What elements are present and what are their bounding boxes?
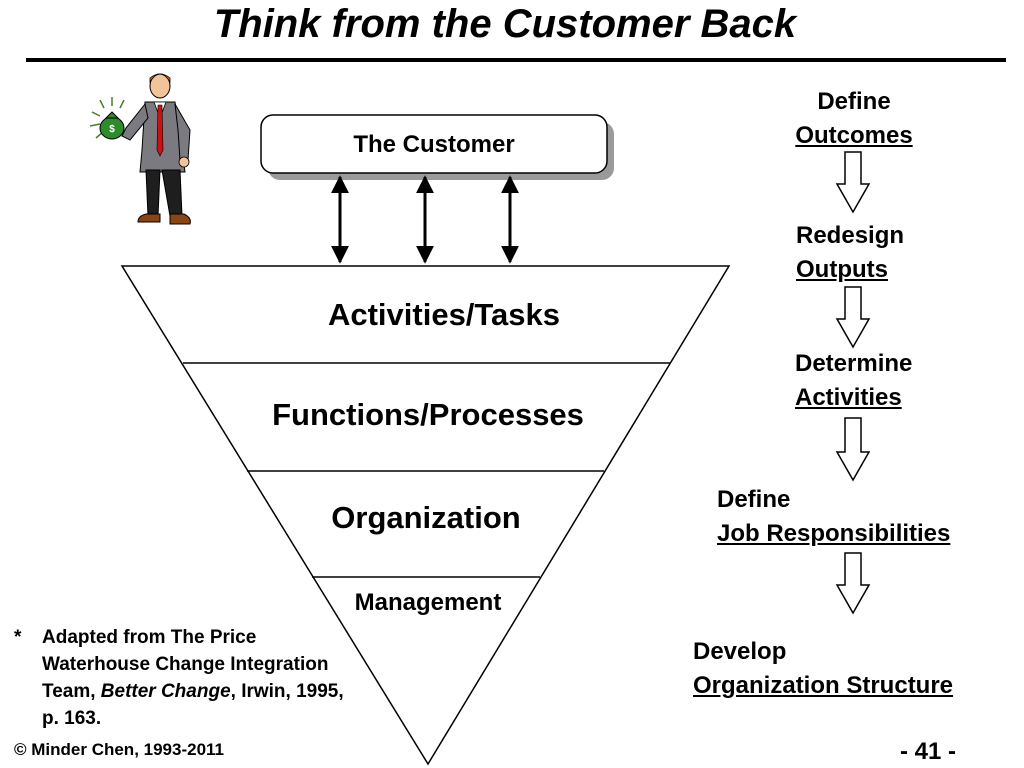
footnote-book-title: Better Change — [100, 681, 231, 702]
page-title: Think from the Customer Back — [213, 2, 797, 46]
customer-box — [260, 114, 608, 174]
step-verb: Develop — [693, 638, 787, 665]
pyramid-level-functions: Functions/Processes — [272, 397, 584, 432]
footnote-text-end: , Irwin, 1995, p. 163. — [42, 681, 344, 729]
step-define-outcomes: Define Outcomes — [783, 85, 925, 153]
businessman-holding-money-bag-icon: $ — [89, 73, 191, 225]
footnote-marker: * — [14, 627, 22, 648]
pyramid-level-activities: Activities/Tasks — [328, 297, 560, 332]
step-verb: Define — [717, 486, 791, 513]
footnote-text: Adapted from The Price Waterhouse Change… — [42, 627, 329, 702]
step-object: Outputs — [796, 256, 888, 283]
step-develop-organization-structure: Develop Organization Structure — [693, 635, 953, 703]
step-object: Job Responsibilities — [717, 520, 951, 547]
down-arrow-icon — [835, 151, 871, 214]
step-verb: Redesign — [796, 222, 905, 249]
step-object: Activities — [795, 384, 902, 411]
inverted-pyramid — [120, 265, 731, 766]
step-redesign-outputs: Redesign Outputs — [796, 219, 904, 287]
footnote: * Adapted from The Price Waterhouse Chan… — [14, 624, 354, 732]
step-determine-activities: Determine Activities — [795, 347, 912, 415]
down-arrow-icon — [835, 552, 871, 615]
step-verb: Determine — [795, 350, 913, 377]
step-verb: Define — [817, 88, 891, 115]
step-object: Organization Structure — [693, 672, 954, 699]
page-number: - 41 - — [900, 738, 957, 765]
down-arrow-icon — [835, 417, 871, 482]
svg-text:$: $ — [109, 124, 115, 135]
pyramid-level-management: Management — [355, 589, 502, 616]
copyright: © Minder Chen, 1993-2011 — [14, 740, 225, 759]
pyramid-level-organization: Organization — [331, 500, 520, 535]
step-object: Outcomes — [795, 122, 913, 149]
customer-box-label: The Customer — [353, 131, 514, 158]
title-underline — [26, 58, 1006, 62]
down-arrow-icon — [835, 286, 871, 349]
step-define-job-responsibilities: Define Job Responsibilities — [717, 483, 950, 551]
